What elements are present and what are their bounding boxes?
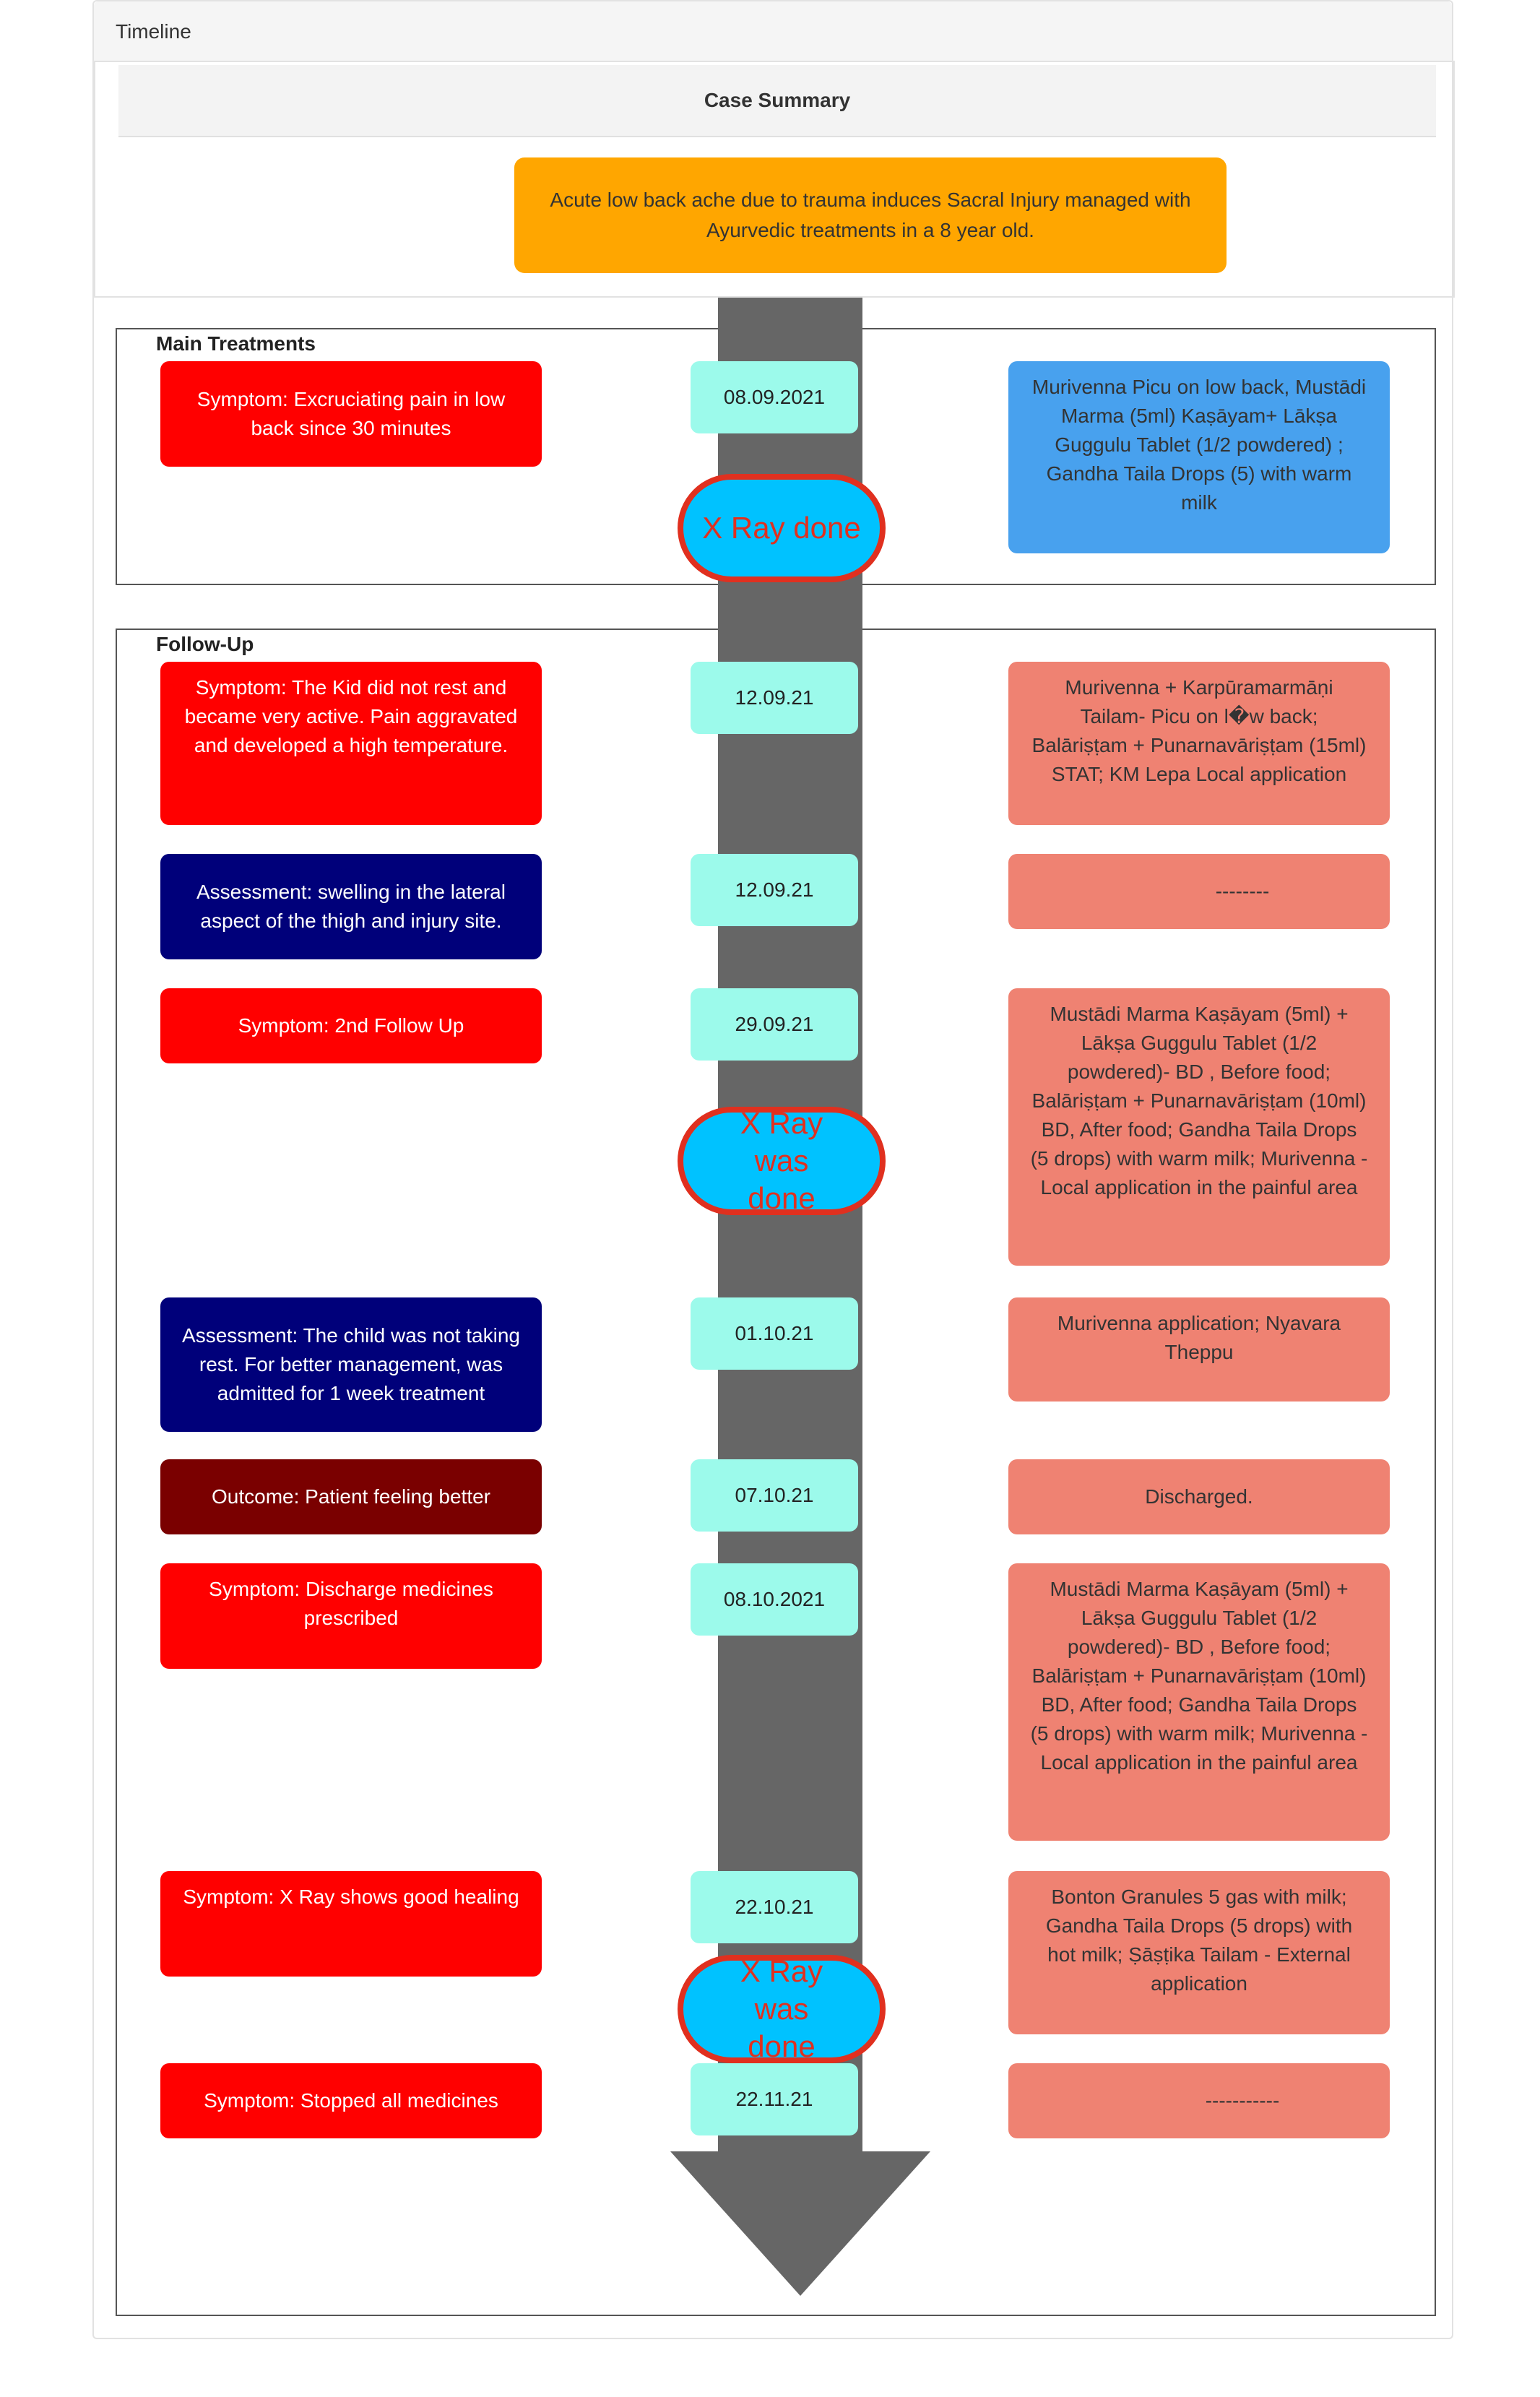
event-treatment: -----------: [1008, 2063, 1390, 2138]
event-date: 12.09.21: [691, 854, 858, 926]
event-symptom: Symptom: 2nd Follow Up: [160, 988, 542, 1063]
timeline-arrow-shaft: [718, 298, 862, 2153]
event-treatment: Mustādi Marma Kaṣāyam (5ml) + Lākṣa Gugg…: [1008, 988, 1390, 1266]
event-assessment: Assessment: swelling in the lateral aspe…: [160, 854, 542, 959]
event-date: 01.10.21: [691, 1297, 858, 1370]
event-treatment: Bonton Granules 5 gas with milk; Gandha …: [1008, 1871, 1390, 2034]
event-treatment: Murivenna + Karpūramarmāṇi Tailam- Picu …: [1008, 662, 1390, 825]
panel-header: Timeline: [94, 1, 1452, 62]
event-symptom: Symptom: Discharge medicines prescribed: [160, 1563, 542, 1669]
case-summary-card: Acute low back ache due to trauma induce…: [514, 157, 1227, 273]
case-summary-title: Case Summary: [118, 65, 1436, 137]
event-treatment: --------: [1008, 854, 1390, 929]
event-date: 29.09.21: [691, 988, 858, 1061]
panel-title: Timeline: [116, 20, 191, 43]
event-treatment: Mustādi Marma Kaṣāyam (5ml) + Lākṣa Gugg…: [1008, 1563, 1390, 1841]
event-outcome: Outcome: Patient feeling better: [160, 1459, 542, 1534]
case-summary-box: Case Summary Acute low back ache due to …: [94, 61, 1455, 298]
followup-title: Follow-Up: [156, 633, 254, 655]
event-date: 08.10.2021: [691, 1563, 858, 1636]
xray-marker: X Ray was done: [678, 1954, 886, 2063]
timeline-arrowhead: [670, 2151, 930, 2296]
event-treatment: Murivenna application; Nyavara Theppu: [1008, 1297, 1390, 1402]
event-date: 22.11.21: [691, 2063, 858, 2135]
event-symptom: Symptom: Stopped all medicines: [160, 2063, 542, 2138]
main-treatments-title: Main Treatments: [156, 332, 316, 355]
event-symptom: Symptom: X Ray shows good healing: [160, 1871, 542, 1977]
event-treatment: Murivenna Picu on low back, Mustādi Marm…: [1008, 361, 1390, 553]
event-symptom: Symptom: Excruciating pain in low back s…: [160, 361, 542, 467]
event-date: 22.10.21: [691, 1871, 858, 1943]
event-date: 07.10.21: [691, 1459, 858, 1532]
event-assessment: Assessment: The child was not taking res…: [160, 1297, 542, 1432]
event-symptom: Symptom: The Kid did not rest and became…: [160, 662, 542, 825]
xray-marker: X Ray was done: [678, 1106, 886, 1215]
xray-marker: X Ray done: [678, 474, 886, 582]
event-treatment: Discharged.: [1008, 1459, 1390, 1534]
event-date: 12.09.21: [691, 662, 858, 734]
event-date: 08.09.2021: [691, 361, 858, 433]
